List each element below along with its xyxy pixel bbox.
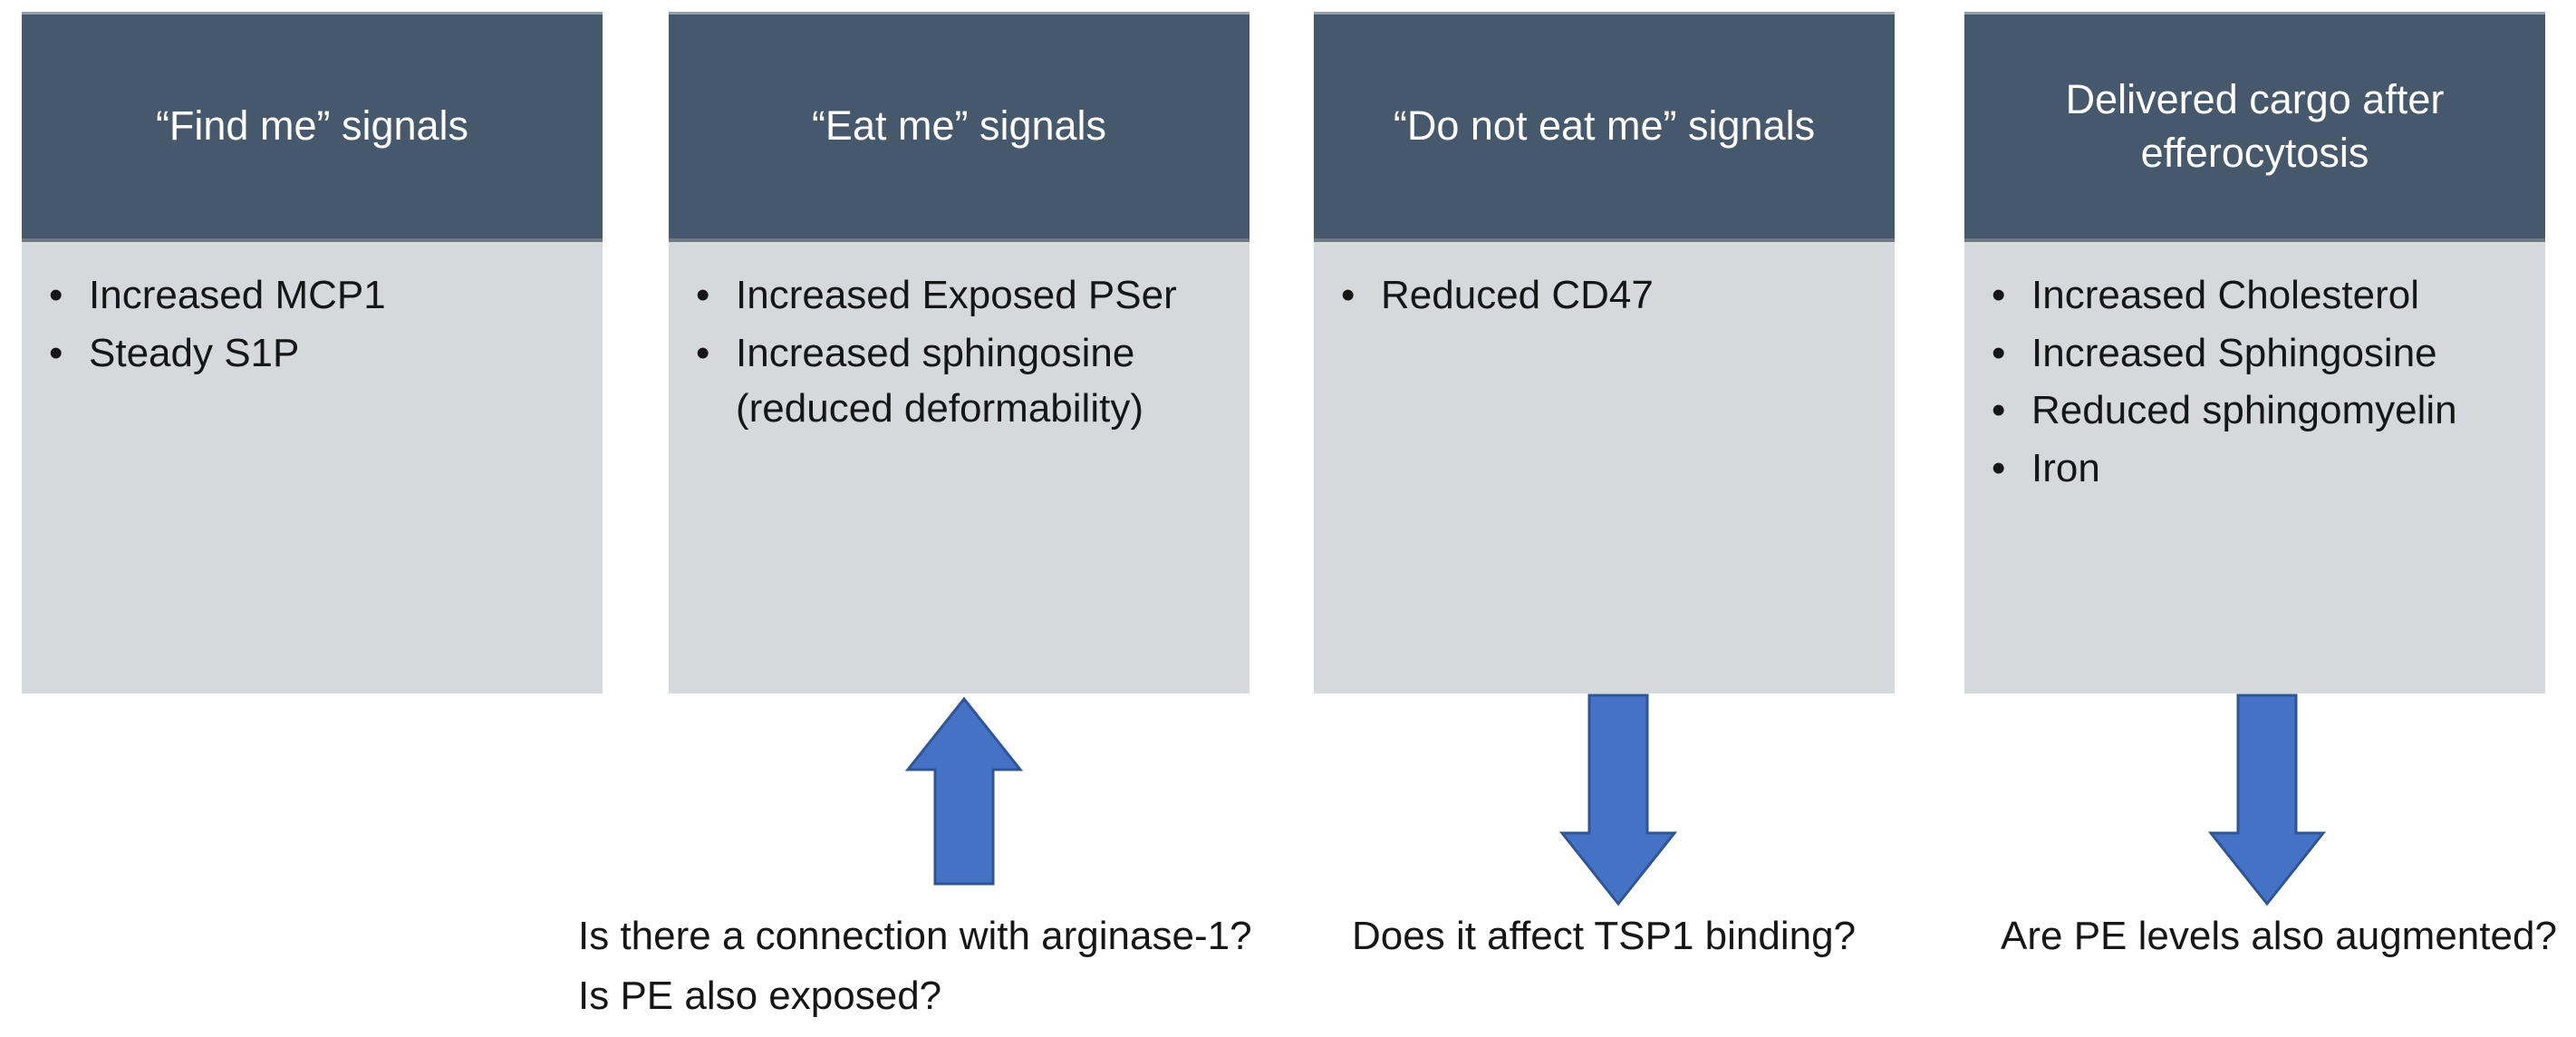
- card-header: “Find me” signals: [22, 12, 603, 242]
- question-text: Are PE levels also augmented?: [2001, 906, 2557, 966]
- question-line: Does it affect TSP1 binding?: [1352, 914, 1857, 958]
- bullet-item: • Increased Exposed PSer: [696, 267, 1233, 324]
- card-eat-me-signals: “Eat me” signals • Increased Exposed PSe…: [669, 12, 1249, 693]
- card-header: “Do not eat me” signals: [1314, 12, 1895, 242]
- card-body: • Increased Exposed PSer • Increased sph…: [669, 242, 1249, 693]
- bullet-text: Steady S1P: [89, 330, 300, 375]
- bullet-text: Increased Exposed PSer: [736, 273, 1177, 317]
- bullet-text: Increased sphingosine (reduced deformabi…: [736, 330, 1143, 431]
- bullet-item: • Iron: [1992, 441, 2529, 497]
- question-text: Is there a connection with arginase-1? I…: [578, 906, 1252, 1026]
- card-body: • Increased MCP1 • Steady S1P: [22, 242, 603, 693]
- bullet-icon: •: [696, 330, 710, 375]
- block-arrow-down-icon: [1559, 693, 1677, 906]
- bullet-text: Increased Sphingosine: [2031, 330, 2437, 375]
- bullet-item: • Steady S1P: [49, 325, 586, 382]
- question-line: Are PE levels also augmented?: [2001, 914, 2557, 958]
- bullet-icon: •: [49, 330, 63, 375]
- bullet-text: Iron: [2031, 445, 2100, 490]
- bullet-icon: •: [49, 273, 63, 317]
- bullet-icon: •: [1992, 445, 2006, 490]
- question-text: Does it affect TSP1 binding?: [1352, 906, 1856, 966]
- bullet-icon: •: [1992, 330, 2006, 375]
- bullet-item: • Reduced sphingomyelin: [1992, 383, 2529, 439]
- card-delivered-cargo: Delivered cargo after efferocytosis • In…: [1964, 12, 2545, 693]
- card-do-not-eat-me-signals: “Do not eat me” signals • Reduced CD47: [1314, 12, 1895, 693]
- question-line: Is there a connection with arginase-1?: [578, 914, 1252, 958]
- bullet-icon: •: [696, 273, 710, 317]
- bullet-item: • Increased MCP1: [49, 267, 586, 324]
- card-header: Delivered cargo after efferocytosis: [1964, 12, 2545, 242]
- block-arrow-up-icon: [905, 696, 1023, 886]
- card-body: • Increased Cholesterol • Increased Sphi…: [1964, 242, 2545, 693]
- bullet-text: Reduced sphingomyelin: [2031, 388, 2457, 433]
- bullet-text: Increased Cholesterol: [2031, 273, 2420, 317]
- bullet-item: • Reduced CD47: [1341, 267, 1878, 324]
- bullet-text: Reduced CD47: [1381, 273, 1654, 317]
- card-body: • Reduced CD47: [1314, 242, 1895, 693]
- bullet-icon: •: [1341, 273, 1356, 317]
- bullet-item: • Increased Cholesterol: [1992, 267, 2529, 324]
- card-find-me-signals: “Find me” signals • Increased MCP1 • Ste…: [22, 12, 603, 693]
- bullet-text: Increased MCP1: [89, 273, 386, 317]
- card-header: “Eat me” signals: [669, 12, 1249, 242]
- bullet-icon: •: [1992, 273, 2006, 317]
- bullet-icon: •: [1992, 388, 2006, 433]
- bullet-item: • Increased sphingosine (reduced deforma…: [696, 325, 1233, 437]
- bullet-item: • Increased Sphingosine: [1992, 325, 2529, 382]
- question-line: Is PE also exposed?: [578, 974, 942, 1018]
- block-arrow-down-icon: [2208, 693, 2326, 906]
